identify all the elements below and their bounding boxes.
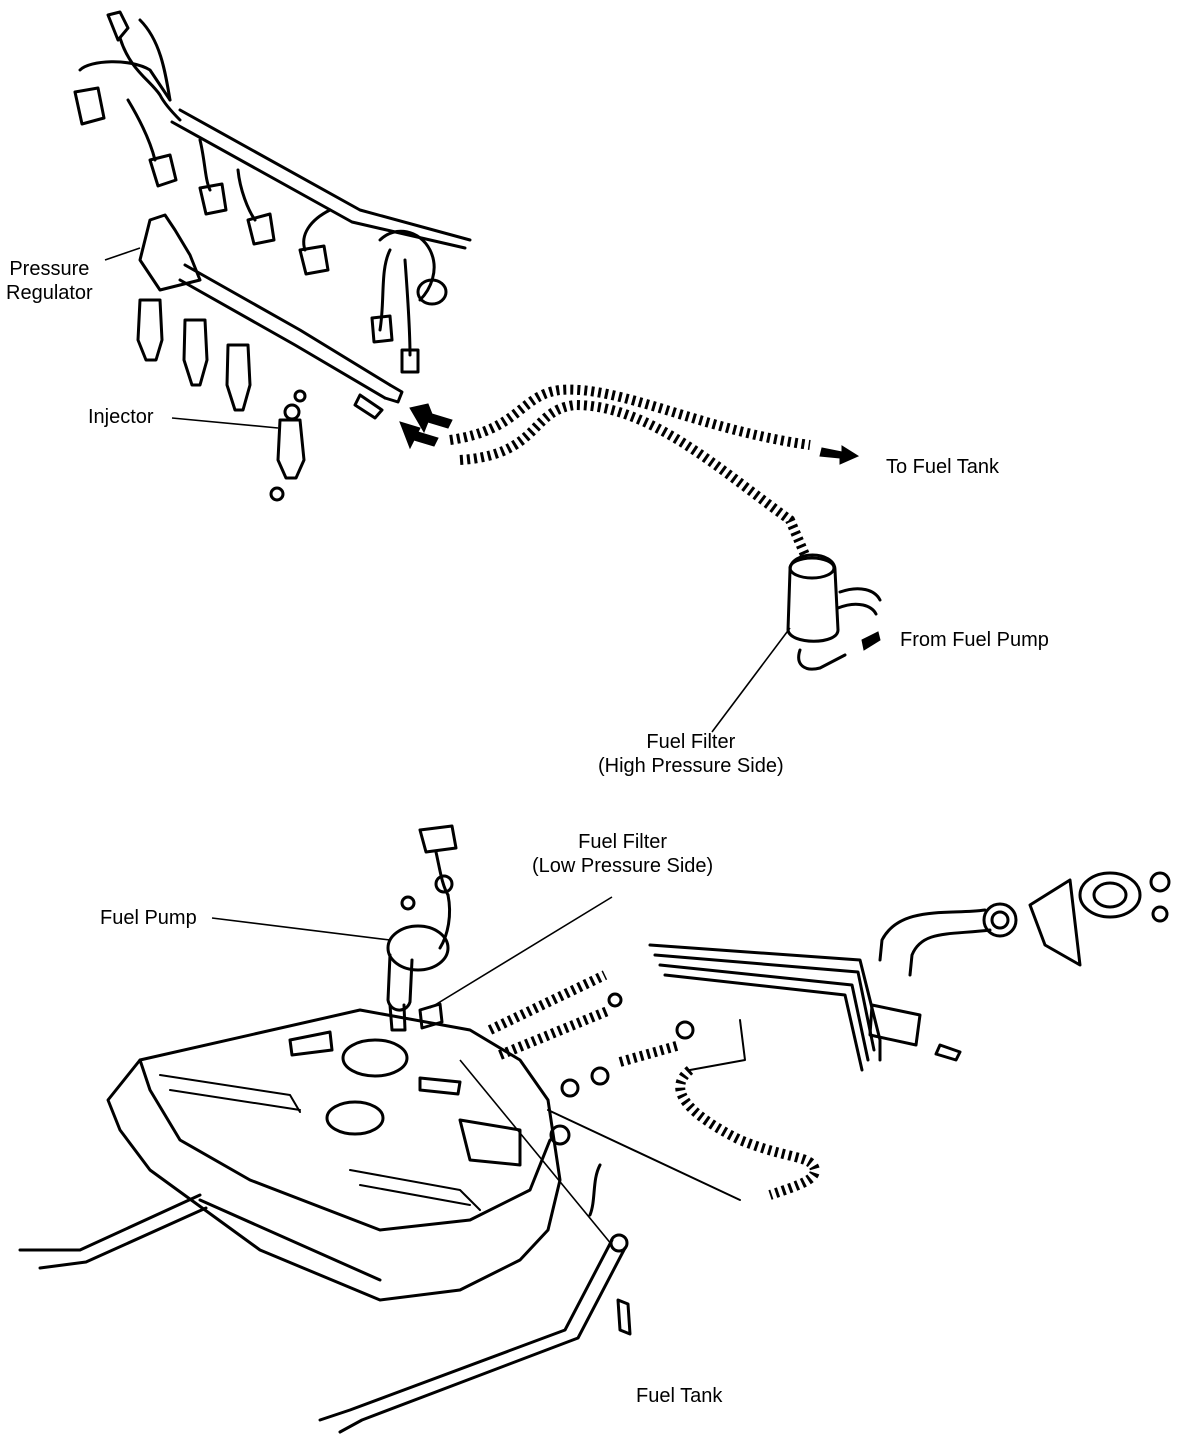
fuel-hoses bbox=[449, 384, 860, 557]
fuel-tank bbox=[106, 1008, 562, 1302]
label-fuel-filter-low-line-2: (Low Pressure Side) bbox=[532, 855, 714, 877]
label-from-fuel-pump: From Fuel Pump bbox=[900, 629, 1049, 651]
fuel-filter-low-hoses bbox=[487, 970, 821, 1217]
fuel-lines-filler-neck bbox=[648, 871, 1171, 1072]
tank-straps bbox=[18, 1193, 632, 1434]
label-fuel-filter-low: Fuel Filter (Low Pressure Side) bbox=[532, 830, 713, 878]
label-pressure-regulator-line-2: Regulator bbox=[6, 282, 93, 304]
label-fuel-tank: Fuel Tank bbox=[636, 1385, 723, 1407]
label-fuel-pump: Fuel Pump bbox=[100, 907, 197, 929]
label-injector: Injector bbox=[88, 406, 154, 428]
label-pressure-regulator-line-1: Pressure bbox=[9, 258, 90, 280]
fuel-pump bbox=[386, 824, 458, 1032]
fuel-rail bbox=[136, 213, 453, 502]
label-to-fuel-tank: To Fuel Tank bbox=[886, 456, 1000, 478]
wiring-harness bbox=[73, 10, 472, 374]
label-fuel-filter-high-line-1: Fuel Filter bbox=[646, 731, 736, 753]
label-pressure-regulator: Pressure Regulator bbox=[6, 257, 93, 305]
label-fuel-filter-high-line-2: (High Pressure Side) bbox=[598, 755, 784, 777]
leader-lines bbox=[104, 247, 791, 1246]
label-fuel-filter-low-line-1: Fuel Filter bbox=[578, 831, 668, 853]
label-fuel-filter-high: Fuel Filter (High Pressure Side) bbox=[598, 730, 784, 778]
fuel-filter-high bbox=[786, 553, 882, 671]
